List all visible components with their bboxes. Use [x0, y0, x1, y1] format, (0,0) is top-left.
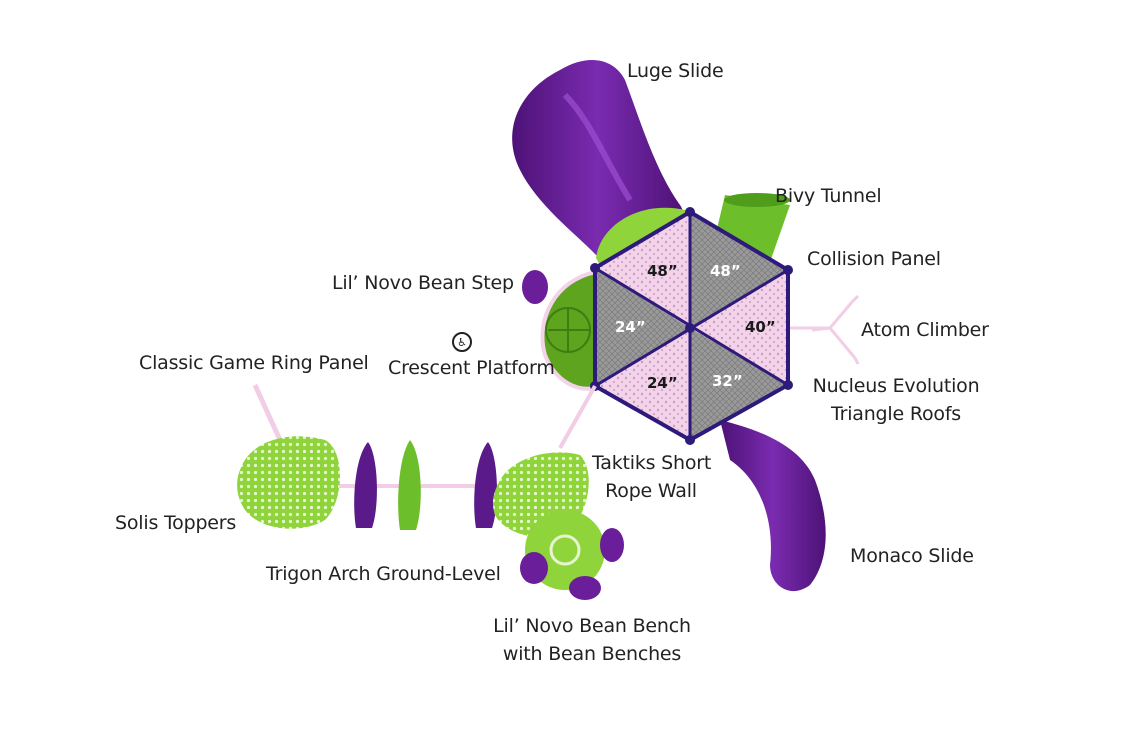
label-crescent-platform: Crescent Platform — [388, 357, 555, 379]
lil-novo-bean-bench — [520, 510, 624, 600]
label-taktiks-line1: Taktiks Short — [592, 452, 712, 474]
taktiks-rope-wall — [558, 385, 597, 449]
label-nucleus-line2: Triangle Roofs — [830, 403, 962, 425]
label-monaco-slide: Monaco Slide — [850, 545, 974, 567]
label-bivy-tunnel: Bivy Tunnel — [775, 185, 882, 207]
height-label: 32” — [712, 372, 743, 390]
label-solis-toppers: Solis Toppers — [115, 512, 237, 534]
height-label: 24” — [647, 374, 678, 392]
label-bean-bench-line1: Lil’ Novo Bean Bench — [493, 615, 691, 637]
trigon-arch-ground-level — [354, 440, 497, 530]
height-label: 48” — [647, 262, 678, 280]
label-luge-slide: Luge Slide — [627, 60, 724, 82]
solis-topper-left — [237, 436, 340, 529]
monaco-slide — [720, 420, 826, 592]
height-label: 24” — [615, 318, 646, 336]
atom-climber — [790, 294, 860, 365]
green-canopy — [596, 207, 690, 265]
height-label: 40” — [745, 318, 776, 336]
label-bean-bench-line2: with Bean Benches — [502, 643, 682, 665]
label-taktiks-line2: Rope Wall — [605, 480, 697, 502]
label-taktiks: Taktiks Short Rope Wall — [592, 449, 712, 505]
label-nucleus-evolution: Nucleus Evolution Triangle Roofs — [810, 372, 982, 428]
label-classic-game-ring-panel: Classic Game Ring Panel — [139, 352, 369, 374]
label-collision-panel: Collision Panel — [807, 248, 941, 270]
label-trigon-arch: Trigon Arch Ground-Level — [266, 563, 501, 585]
label-bean-bench: Lil’ Novo Bean Bench with Bean Benches — [493, 612, 691, 668]
lil-novo-bean-step — [522, 270, 548, 304]
height-label: 48” — [710, 262, 741, 280]
wheelchair-accessible-icon: ♿ — [452, 332, 472, 352]
nucleus-evolution-deck — [590, 207, 793, 445]
label-nucleus-line1: Nucleus Evolution — [812, 375, 980, 397]
label-lil-novo-bean-step: Lil’ Novo Bean Step — [332, 272, 514, 294]
label-atom-climber: Atom Climber — [861, 319, 989, 341]
classic-game-ring-panel — [252, 383, 283, 442]
crescent-platform — [540, 270, 597, 391]
